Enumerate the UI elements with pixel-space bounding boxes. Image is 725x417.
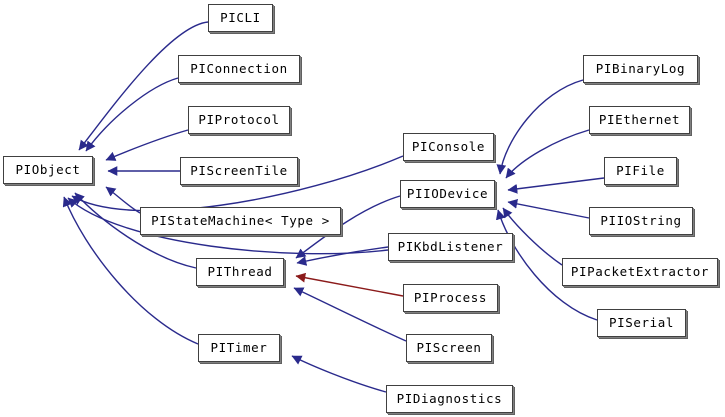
class-node-label: PIScreen xyxy=(416,339,482,355)
class-node-label: PIObject xyxy=(15,161,81,177)
class-node-label: PIIODevice xyxy=(406,185,489,201)
class-node-piiodevice[interactable]: PIIODevice xyxy=(400,180,495,208)
class-node-pikbdlistener[interactable]: PIKbdListener xyxy=(388,233,513,261)
class-node-piscreentile[interactable]: PIScreenTile xyxy=(180,157,298,185)
class-node-piscreen[interactable]: PIScreen xyxy=(406,334,492,362)
class-node-piiostring[interactable]: PIIOString xyxy=(589,207,693,235)
class-node-label: PIEthernet xyxy=(598,111,681,127)
class-node-pibinarylog[interactable]: PIBinaryLog xyxy=(583,55,698,83)
edge-piprotocol-to-piobject xyxy=(105,129,189,161)
class-node-label: PIKbdListener xyxy=(397,238,504,254)
class-node-piconnection[interactable]: PIConnection xyxy=(178,55,300,83)
class-node-piserial[interactable]: PISerial xyxy=(597,309,686,337)
class-node-label: PIIOString xyxy=(600,212,682,228)
edge-pistatemachine-to-piobject xyxy=(105,186,141,214)
class-node-label: PICLI xyxy=(220,9,261,25)
edge-pidiagnostics-to-pitimer xyxy=(291,355,387,393)
edge-pifile-to-piiodevice xyxy=(507,177,605,194)
class-node-piethernet[interactable]: PIEthernet xyxy=(589,106,690,134)
class-node-piprotocol[interactable]: PIProtocol xyxy=(188,106,290,134)
class-node-pistatemachine[interactable]: PIStateMachine< Type > xyxy=(140,207,341,235)
class-node-label: PIStateMachine< Type > xyxy=(151,212,330,228)
edge-piconnection-to-piobject xyxy=(85,77,179,152)
class-node-pipacketextractor[interactable]: PIPacketExtractor xyxy=(562,258,718,286)
class-node-pidiagnostics[interactable]: PIDiagnostics xyxy=(386,385,513,413)
edge-piprocess-to-pithread xyxy=(295,272,404,297)
edge-piiostring-to-piiodevice xyxy=(507,198,590,219)
edge-piethernet-to-piiodevice xyxy=(505,129,590,179)
class-node-label: PIBinaryLog xyxy=(595,60,686,76)
class-node-piconsole[interactable]: PIConsole xyxy=(403,133,494,161)
class-node-label: PIFile xyxy=(616,162,665,178)
class-node-label: PIThread xyxy=(207,263,273,279)
edge-piscreen-to-pithread xyxy=(293,287,407,342)
class-node-label: PIConsole xyxy=(411,138,486,154)
class-node-label: PIConnection xyxy=(190,60,288,76)
class-node-label: PIPacketExtractor xyxy=(570,263,710,279)
edge-pibinarylog-to-piiodevice xyxy=(496,79,584,175)
edge-pikbdlistener-to-pithread xyxy=(296,246,389,266)
class-node-label: PIScreenTile xyxy=(190,162,288,178)
class-node-label: PISerial xyxy=(608,314,674,330)
class-node-piprocess[interactable]: PIProcess xyxy=(403,284,498,312)
class-node-label: PIProtocol xyxy=(198,111,280,127)
class-node-picli[interactable]: PICLI xyxy=(208,4,273,32)
class-node-piobject[interactable]: PIObject xyxy=(3,156,93,184)
class-node-label: PITimer xyxy=(210,339,268,355)
class-node-label: PIProcess xyxy=(413,289,488,305)
class-node-pithread[interactable]: PIThread xyxy=(196,258,284,286)
class-node-label: PIDiagnostics xyxy=(396,390,503,406)
class-node-pitimer[interactable]: PITimer xyxy=(198,334,280,362)
class-node-pifile[interactable]: PIFile xyxy=(604,157,677,185)
